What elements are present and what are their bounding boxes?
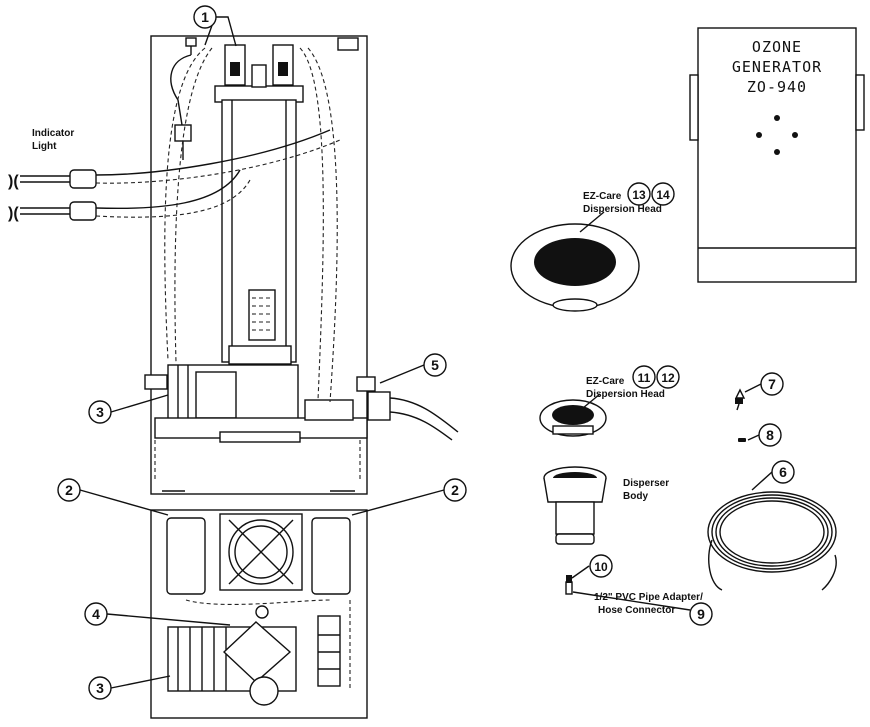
svg-text:6: 6 [779,464,787,480]
svg-text:)(: )( [8,205,19,222]
hose-coil [707,491,837,591]
check-valve-part [734,388,746,411]
callout-12: 12 [656,365,680,389]
callout-13: 13 [627,182,651,206]
small-fitting-part [738,438,746,442]
leader-lines [79,16,773,689]
svg-text:2: 2 [65,482,73,498]
pvc-adapter-label-line-1: 1/2" PVC Pipe Adapter/ [594,592,703,603]
callout-2-right: 2 [443,478,467,502]
indicator-light-connectors: )( )( [8,169,97,222]
callout-8: 8 [758,423,782,447]
callout-6: 6 [771,460,795,484]
text-labels: Indicator Light EZ-Care Dispersion Head … [32,128,703,616]
generator-title-line-3: ZO-940 [747,78,807,96]
svg-text:14: 14 [656,188,670,202]
pvc-adapter-label-line-2: Hose Connector [598,605,675,616]
svg-text:12: 12 [661,371,675,385]
hose-connector-part [565,575,573,595]
generator-title-line-1: OZONE [752,38,802,56]
svg-text:10: 10 [594,560,608,574]
svg-text:1: 1 [201,9,209,25]
svg-text:3: 3 [96,680,104,696]
callout-14: 14 [651,182,675,206]
ez-care-large-label-line-2: Dispersion Head [583,204,662,215]
callout-11: 11 [632,365,656,389]
disperser-body [543,466,607,545]
callout-7: 7 [760,372,784,396]
lower-panel [150,509,368,719]
callout-9: 9 [689,602,713,626]
svg-text:8: 8 [766,427,774,443]
svg-text:9: 9 [697,606,705,622]
svg-text:11: 11 [638,371,651,385]
callouts: 1 2 2 3 3 4 5 6 7 8 9 10 11 12 13 14 [57,5,795,700]
svg-text:7: 7 [768,376,776,392]
disperser-body-label-line-1: Disperser [623,478,669,489]
indicator-light-label-line-2: Light [32,141,57,152]
callout-3-upper: 3 [88,400,112,424]
callout-4: 4 [84,602,108,626]
filter-texture [252,297,272,331]
large-dispersion-head [510,223,640,312]
ozone-generator-cabinet: OZONE GENERATOR ZO-940 [689,27,865,283]
callout-3-lower: 3 [88,676,112,700]
svg-text:4: 4 [92,606,100,622]
ez-care-small-label-line-1: EZ-Care [586,376,625,387]
disperser-body-label-line-2: Body [623,491,648,502]
callout-10: 10 [589,554,613,578]
upper-panel [95,35,459,495]
ez-care-large-label-line-1: EZ-Care [583,191,622,202]
svg-text:3: 3 [96,404,104,420]
indicator-light-label-line-1: Indicator [32,128,74,139]
svg-text:)(: )( [8,173,19,190]
callout-5: 5 [423,353,447,377]
small-dispersion-head [539,399,607,437]
callout-1: 1 [193,5,217,29]
svg-text:5: 5 [431,357,439,373]
generator-title-line-2: GENERATOR [732,58,822,76]
ez-care-small-label-line-2: Dispersion Head [586,389,665,400]
callout-2-left: 2 [57,478,81,502]
svg-text:13: 13 [632,188,646,202]
svg-text:2: 2 [451,482,459,498]
